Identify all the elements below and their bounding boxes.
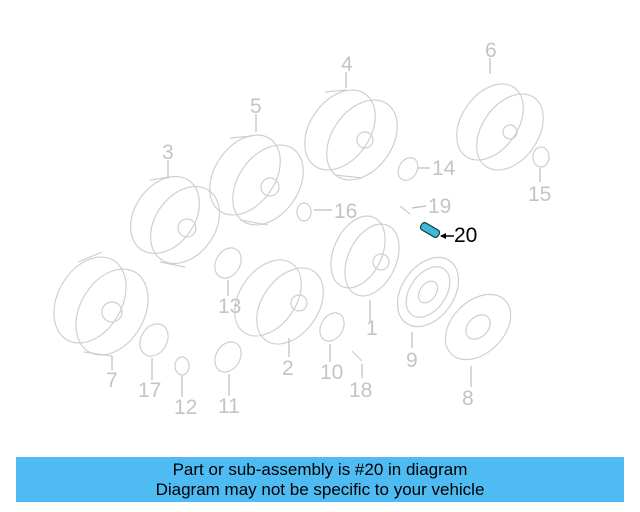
banner-line-2: Diagram may not be specific to your vehi… [155,480,485,499]
callout-arrows [111,58,541,397]
wheel-6-icon [456,83,544,171]
callout-11: 11 [218,395,240,418]
wheel-4-icon [304,89,398,181]
wheel-3-icon [129,175,221,268]
callout-7: 7 [106,369,118,392]
callout-9: 9 [406,349,418,372]
callout-13: 13 [218,295,242,318]
wheel-5-icon [209,134,304,226]
callout-10: 10 [320,361,344,384]
callout-6: 6 [485,39,497,62]
callout-20: 20 [454,224,478,247]
hubcap-8-icon [444,293,512,361]
callout-14: 14 [432,157,456,180]
bolt-icons [351,205,411,362]
callout-8: 8 [462,387,474,410]
wheel-2-icon [234,259,324,345]
callout-19: 19 [428,195,452,218]
callout-1: 1 [366,317,378,340]
wheel-1-icon [330,215,400,297]
callout-4: 4 [341,53,353,76]
callout-16: 16 [334,200,358,223]
wheel-parts-illustration [53,58,550,397]
callout-3: 3 [162,141,174,164]
callout-12: 12 [174,396,198,419]
info-banner: Part or sub-assembly is #20 in diagram D… [16,457,624,502]
callout-18: 18 [349,379,373,402]
banner-line-1: Part or sub-assembly is #20 in diagram [172,460,468,479]
center-caps-icon [139,146,550,376]
callout-15: 15 [528,183,552,206]
part-20-highlight-icon [419,222,454,239]
wheel-7-icon [53,251,149,357]
callout-17: 17 [138,379,162,402]
hubcap-9-icon [396,256,460,328]
callout-5: 5 [250,95,262,118]
callout-2: 2 [282,357,294,380]
